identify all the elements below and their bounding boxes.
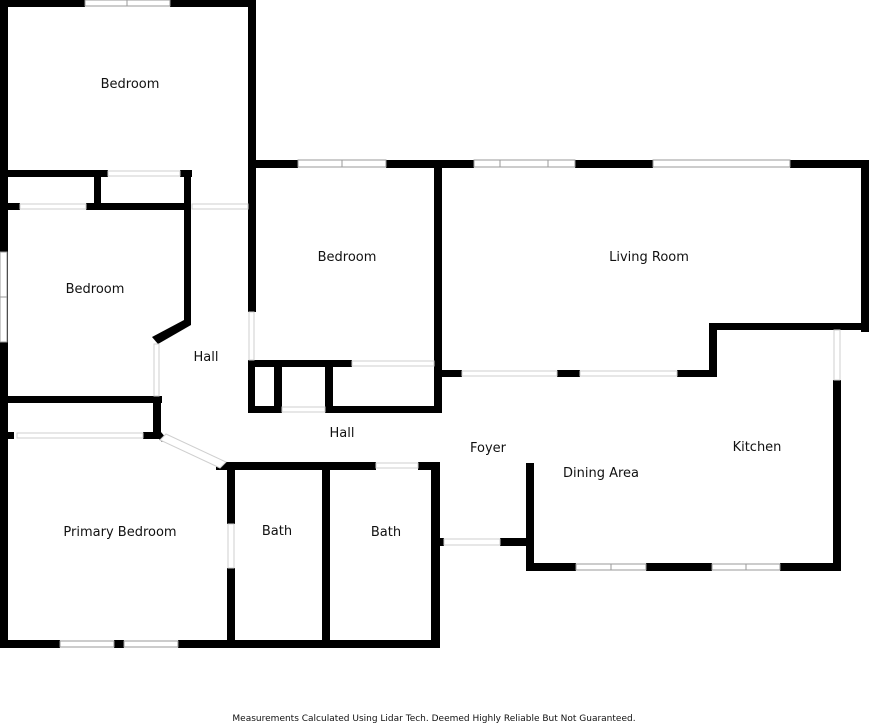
- window: [59, 640, 115, 648]
- doorway: [281, 406, 326, 413]
- wall: [0, 203, 20, 210]
- wall: [248, 160, 256, 312]
- wall: [325, 364, 333, 412]
- wall: [5, 0, 85, 7]
- room-label-bedroom-left: Bedroom: [66, 282, 125, 297]
- wall: [709, 323, 717, 377]
- doorway: [443, 538, 501, 546]
- wall: [677, 370, 715, 377]
- wall: [833, 380, 841, 570]
- wall: [152, 320, 191, 344]
- wall: [646, 563, 712, 571]
- room-label-bath-left: Bath: [262, 524, 292, 539]
- wall: [790, 160, 868, 168]
- wall: [86, 203, 191, 210]
- doorway: [159, 433, 227, 469]
- wall: [248, 360, 255, 412]
- measurement-disclaimer: Measurements Calculated Using Lidar Tech…: [232, 714, 635, 723]
- room-label-foyer: Foyer: [470, 441, 507, 456]
- wall: [861, 160, 869, 332]
- wall: [184, 170, 191, 325]
- room-label-bedroom-top-left: Bedroom: [101, 77, 160, 92]
- doorway: [191, 203, 249, 210]
- wall: [431, 462, 440, 648]
- wall: [248, 160, 298, 168]
- wall: [0, 0, 8, 400]
- wall: [94, 170, 101, 210]
- room-label-hall-left: Hall: [194, 350, 219, 365]
- wall: [216, 462, 376, 470]
- window: [473, 159, 576, 168]
- wall: [386, 160, 474, 168]
- wall: [143, 432, 161, 439]
- wall: [575, 160, 653, 168]
- doorway: [16, 432, 144, 439]
- wall: [526, 463, 534, 570]
- room-label-primary-bedroom: Primary Bedroom: [63, 525, 176, 540]
- doorway: [107, 170, 181, 177]
- doorway: [351, 360, 435, 367]
- wall: [500, 538, 534, 546]
- doorway: [833, 329, 841, 381]
- wall: [418, 462, 440, 470]
- wall: [274, 364, 282, 412]
- doorway: [19, 203, 87, 210]
- wall: [114, 640, 124, 648]
- room-label-bath-right: Bath: [371, 525, 401, 540]
- wall: [709, 323, 869, 330]
- window: [652, 159, 791, 168]
- wall: [227, 568, 235, 648]
- wall: [557, 370, 580, 377]
- wall: [248, 406, 282, 413]
- wall: [170, 0, 255, 7]
- room-labels: Bedroom Bedroom Bedroom Living Room Hall…: [63, 77, 781, 540]
- windows: [0, 0, 791, 648]
- walls: [0, 0, 869, 648]
- room-label-kitchen: Kitchen: [733, 440, 782, 455]
- doorway: [579, 370, 678, 377]
- room-label-living-room: Living Room: [609, 250, 689, 265]
- doorway: [461, 370, 558, 377]
- doorway: [248, 311, 255, 361]
- wall: [153, 396, 161, 438]
- wall: [322, 462, 330, 648]
- wall: [526, 563, 576, 571]
- room-label-bedroom-center: Bedroom: [318, 250, 377, 265]
- doorway: [227, 523, 235, 569]
- wall: [227, 462, 235, 524]
- wall: [248, 360, 352, 367]
- wall: [248, 0, 256, 210]
- wall: [434, 160, 442, 412]
- wall: [0, 396, 162, 403]
- wall: [178, 640, 440, 648]
- doorway: [375, 462, 419, 469]
- room-label-dining-area: Dining Area: [563, 466, 639, 481]
- wall: [0, 396, 8, 648]
- wall: [780, 563, 841, 571]
- wall: [0, 170, 108, 177]
- wall: [325, 406, 442, 413]
- wall: [0, 640, 60, 648]
- window: [123, 640, 179, 648]
- doorway: [153, 343, 160, 397]
- room-label-hall-center: Hall: [330, 426, 355, 441]
- openings: [16, 170, 841, 569]
- wall: [434, 370, 462, 377]
